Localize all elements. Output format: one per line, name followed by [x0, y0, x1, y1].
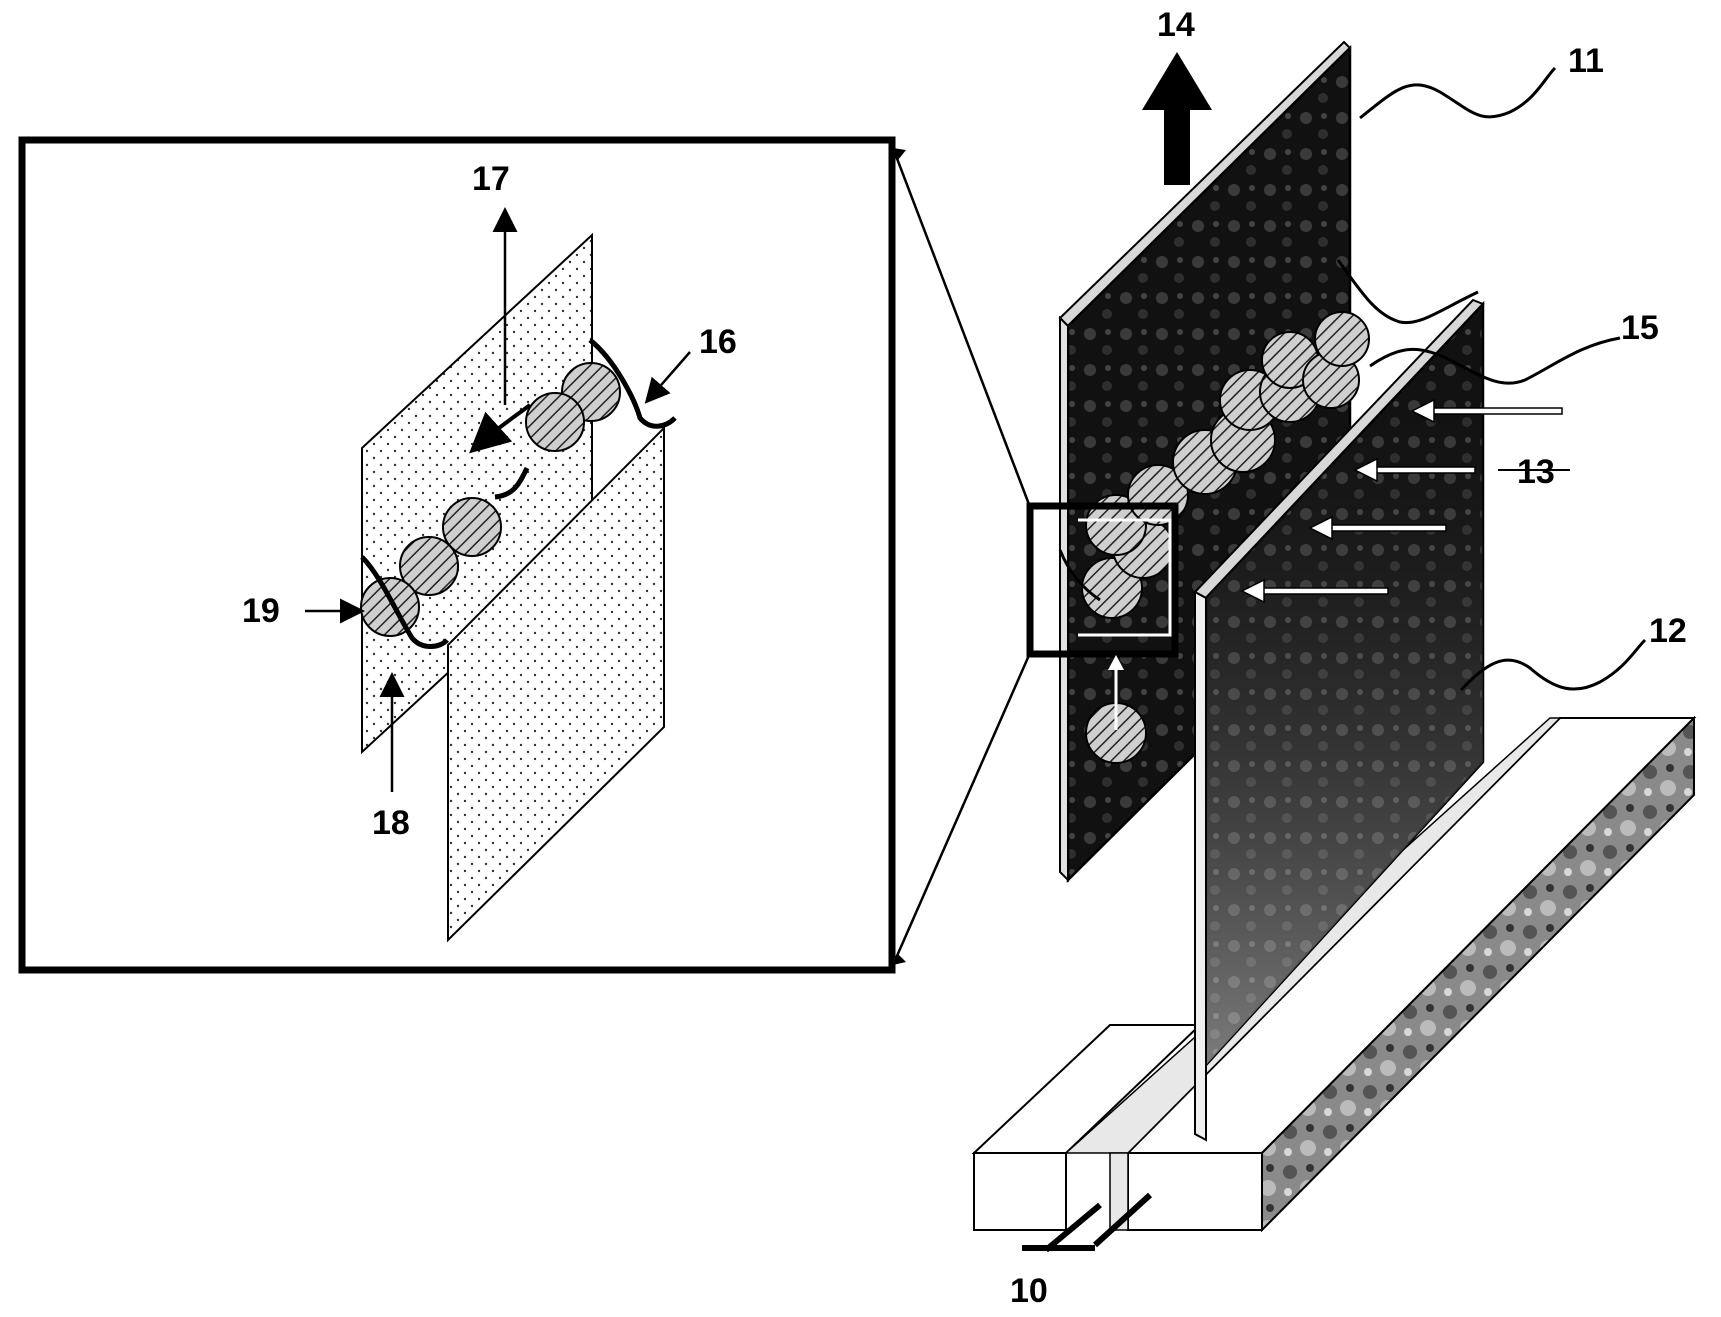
leader-11: [1360, 68, 1555, 118]
label-15: 15: [1621, 309, 1659, 347]
right-channel-front: [1128, 1153, 1262, 1230]
rise-arrow-icon-14: [1142, 52, 1212, 185]
curve-upper: [1338, 260, 1478, 323]
bubble-icon: [526, 393, 584, 451]
label-11: 11: [1568, 42, 1604, 80]
zoom-line-top: [893, 148, 1030, 507]
label-14: 14: [1157, 6, 1195, 44]
left-channel-front: [974, 1153, 1066, 1230]
apparatus: 14 11 15 13 12 10: [974, 6, 1694, 1310]
label-18: 18: [372, 804, 410, 842]
plate-12-side: [1195, 592, 1206, 1140]
label-10: 10: [1010, 1272, 1048, 1310]
leader-12: [1461, 640, 1645, 690]
label-12: 12: [1649, 612, 1687, 650]
zoom-inset: 17 16 19 18: [22, 140, 892, 970]
bubble-icon: [1315, 312, 1369, 366]
label-19: 19: [242, 592, 280, 630]
zoom-line-bottom: [893, 653, 1030, 965]
flow-arrow-icon: [1412, 400, 1562, 422]
plate-11-side: [1060, 318, 1068, 880]
label-13: 13: [1517, 453, 1555, 491]
bubble-icon: [361, 578, 419, 636]
label-17: 17: [472, 160, 510, 198]
label-16: 16: [699, 323, 737, 361]
